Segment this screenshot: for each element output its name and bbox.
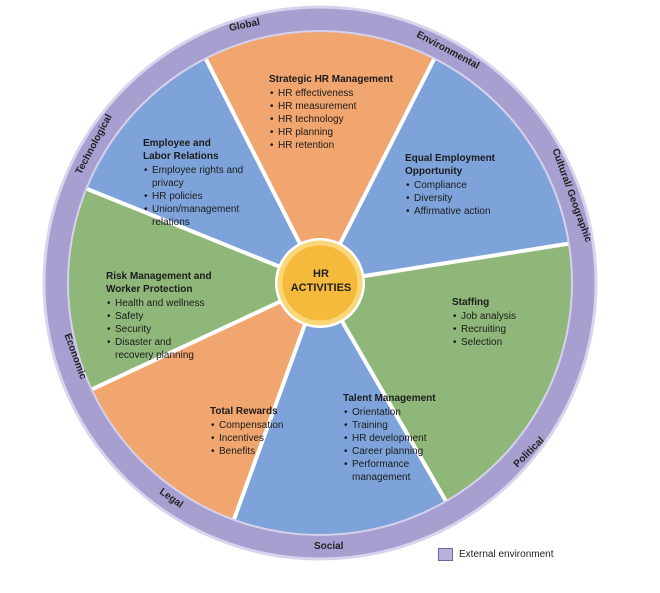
segment-staffing: Staffing Job analysis Recruiting Selecti… [452,296,516,349]
segment-title: Equal Employment Opportunity [405,153,496,177]
segment-item: Selection [452,336,516,349]
env-label-social: Social [314,541,344,552]
segment-risk-management: Risk Management and Worker Protection He… [106,270,212,362]
segment-item: Diversity [405,192,495,205]
segment-item: Compensation [210,419,283,432]
legend-swatch [438,548,453,561]
segment-item: HR measurement [269,100,393,113]
segment-item: Union/management relations [143,203,243,229]
segment-item: HR technology [269,113,393,126]
segment-item: HR planning [269,126,393,139]
segment-item: Employee rights and privacy [143,164,243,190]
segment-employee-labor-relations: Employee and Labor Relations Employee ri… [143,137,243,229]
segment-item: Health and wellness [106,297,212,310]
segment-total-rewards: Total Rewards Compensation Incentives Be… [210,405,283,458]
segment-item: Orientation [343,406,436,419]
segment-item: Training [343,419,436,432]
segment-item: Safety [106,310,212,323]
segment-title: Talent Management [343,393,436,404]
segment-item: Career planning [343,445,436,458]
segment-item: Security [106,323,212,336]
segment-strategic-hr-management: Strategic HR Management HR effectiveness… [269,73,393,152]
segment-item: Incentives [210,432,283,445]
legend-label: External environment [459,549,554,560]
sector-staffing [320,243,571,501]
segment-item: HR development [343,432,436,445]
segment-item: Affirmative action [405,205,495,218]
sector-rewards [92,283,320,519]
segment-item: Disaster and recovery planning [106,336,212,362]
segment-title: Total Rewards [210,406,278,417]
segment-item: Compliance [405,179,495,192]
hub-label-line2: ACTIVITIES [290,282,352,294]
segment-item: HR effectiveness [269,87,393,100]
segment-item: Benefits [210,445,283,458]
segment-title: Risk Management and Worker Protection [106,271,212,295]
segment-title: Employee and Labor Relations [143,138,219,162]
hub-label: HR ACTIVITIES [281,267,361,295]
segment-title: Staffing [452,297,490,308]
segment-item: Recruiting [452,323,516,336]
segment-item: HR retention [269,139,393,152]
segment-item: Performance management [343,458,436,484]
legend: External environment [438,548,554,561]
hub-circle [277,240,363,326]
segment-equal-employment-opportunity: Equal Employment Opportunity Compliance … [405,152,495,218]
segment-talent-management: Talent Management Orientation Training H… [343,392,436,484]
hub-label-line1: HR [313,268,329,280]
sector-eeo [320,59,568,283]
segment-title: Strategic HR Management [269,74,393,85]
segment-item: HR policies [143,190,243,203]
segment-item: Job analysis [452,310,516,323]
